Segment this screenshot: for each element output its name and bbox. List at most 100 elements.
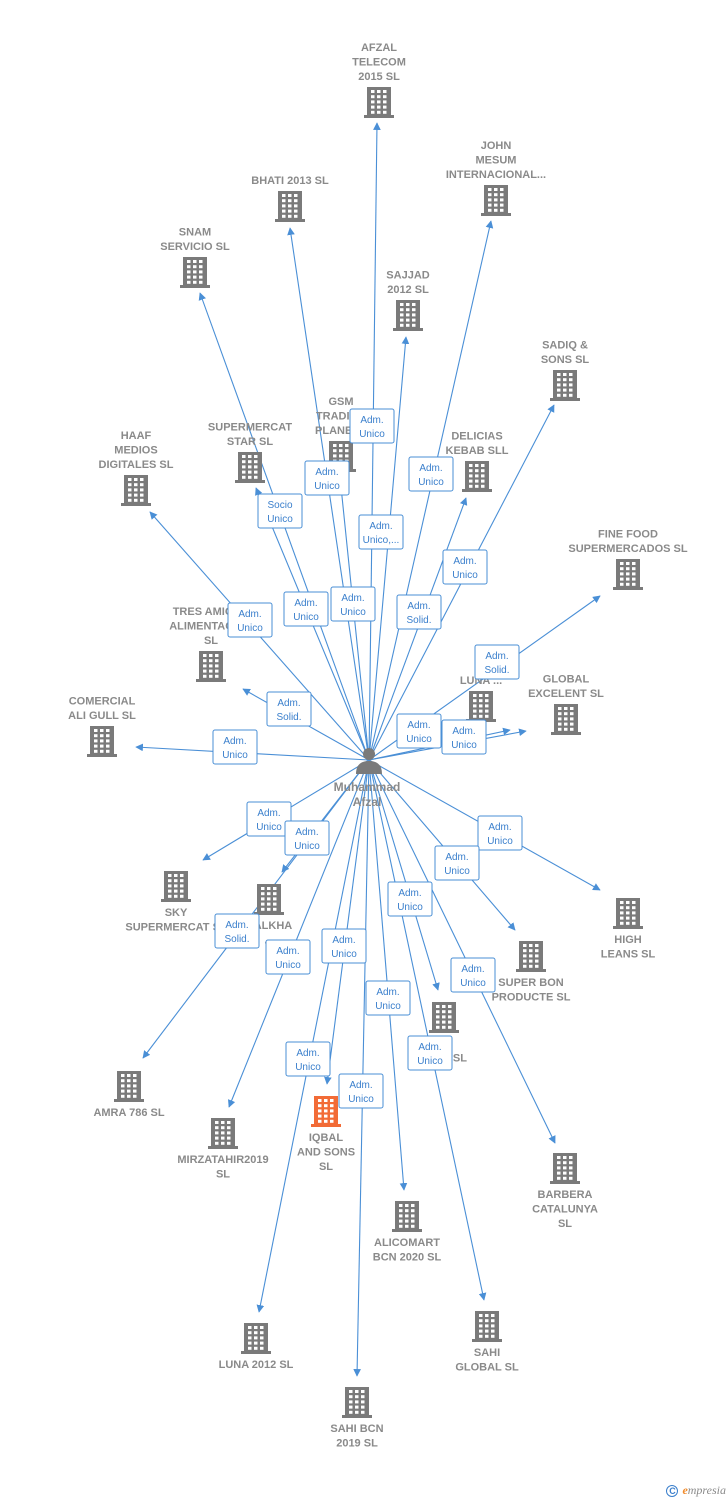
building-icon <box>392 1201 422 1232</box>
role-badge: Adm.Unico <box>283 591 329 627</box>
role-badge: Adm.Unico <box>442 549 488 585</box>
role-badge: Adm. Solid. <box>214 913 260 949</box>
footer: C empresia <box>666 1483 726 1498</box>
svg-text:Adm.: Adm. <box>445 852 468 863</box>
role-badge: Adm.Solid. <box>474 644 520 680</box>
svg-text:Unico: Unico <box>314 481 340 492</box>
brand-logo[interactable]: empresia <box>682 1483 726 1498</box>
copyright-icon: C <box>666 1484 679 1497</box>
svg-text:Adm.: Adm. <box>461 964 484 975</box>
svg-text:Solid.: Solid. <box>276 712 301 723</box>
building-icon <box>466 691 496 722</box>
svg-text:Adm.: Adm. <box>452 726 475 737</box>
company-node-luna[interactable]: LUNA ... <box>460 675 502 722</box>
company-node-amra-786[interactable]: AMRA 786 SL <box>93 1071 165 1119</box>
building-icon <box>550 1153 580 1184</box>
svg-text:Adm.: Adm. <box>376 987 399 998</box>
building-icon <box>241 1323 271 1354</box>
company-node-luna-2012[interactable]: LUNA 2012 SL <box>219 1323 294 1371</box>
role-badge: Adm.Unico <box>349 408 395 444</box>
company-name: AMRA 786 SL <box>93 1107 164 1119</box>
role-badge: Adm.Unico,... <box>358 514 404 550</box>
role-badge: Adm.Unico <box>441 719 487 755</box>
building-icon <box>550 370 580 401</box>
svg-text:Unico: Unico <box>460 978 486 989</box>
company-node-sadiq-sons[interactable]: SADIQ &SONS SL <box>541 340 590 402</box>
building-icon <box>180 257 210 288</box>
role-badge: Adm.Unico <box>396 713 442 749</box>
svg-text:Adm.: Adm. <box>485 651 508 662</box>
svg-text:Unico: Unico <box>348 1094 374 1105</box>
edge-sahi-bcn <box>353 759 370 1377</box>
svg-text:Unico: Unico <box>417 1056 443 1067</box>
building-icon <box>161 871 191 902</box>
svg-text:Adm.: Adm. <box>315 467 338 478</box>
svg-text:Unico: Unico <box>256 822 282 833</box>
role-badge: Adm. Unico <box>246 801 292 837</box>
person-icon <box>356 748 382 774</box>
svg-text:Adm.: Adm. <box>225 920 248 931</box>
svg-text:Unico: Unico <box>406 734 432 745</box>
svg-text:Adm.: Adm. <box>453 556 476 567</box>
svg-text:Adm.: Adm. <box>295 827 318 838</box>
role-badge: Adm. Unico <box>338 1073 384 1109</box>
svg-text:Solid.: Solid. <box>224 934 249 945</box>
edge-alicomart <box>368 759 408 1191</box>
svg-text:Adm.: Adm. <box>296 1048 319 1059</box>
brand-initial: e <box>682 1483 688 1497</box>
building-icon <box>121 475 151 506</box>
building-icon <box>551 704 581 735</box>
company-name: BHATI 2013 SL <box>251 175 329 187</box>
svg-text:Unico: Unico <box>397 902 423 913</box>
role-badge: Adm.Solid. <box>396 594 442 630</box>
svg-text:Adm.: Adm. <box>349 1080 372 1091</box>
company-name: LUNA 2012 SL <box>219 1359 294 1371</box>
svg-text:Unico: Unico <box>487 836 513 847</box>
building-icon <box>393 300 423 331</box>
building-icon <box>462 461 492 492</box>
company-node-bhati-2013[interactable]: BHATI 2013 SL <box>251 175 329 222</box>
company-name: SADIQ &SONS SL <box>541 340 590 367</box>
svg-text:Adm.: Adm. <box>360 415 383 426</box>
edge-super-bon <box>368 759 516 931</box>
svg-text:Unico: Unico <box>444 866 470 877</box>
svg-text:Unico: Unico <box>418 477 444 488</box>
svg-text:Adm.: Adm. <box>257 808 280 819</box>
role-badge: Adm.Unico <box>321 928 367 964</box>
role-badge: Adm.Unico <box>212 729 258 765</box>
svg-text:Socio: Socio <box>267 500 292 511</box>
role-badge: Adm.Unico <box>477 815 523 851</box>
edge-el-company <box>368 759 440 991</box>
